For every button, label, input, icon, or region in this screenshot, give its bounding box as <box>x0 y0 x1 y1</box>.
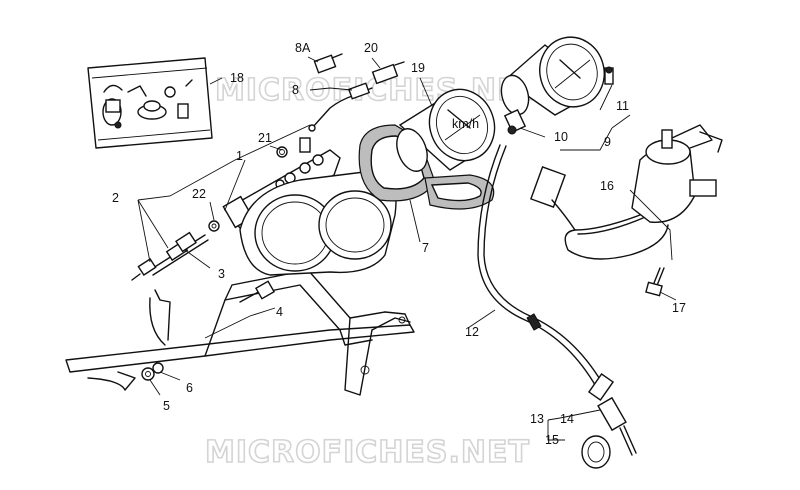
callout-21: 21 <box>258 131 272 145</box>
bulb-holder-11 <box>604 66 614 85</box>
bulb-holder-10 <box>503 108 527 135</box>
callout-9: 9 <box>604 135 611 149</box>
callout-11: 11 <box>616 99 629 113</box>
lamp-socket-20 <box>371 61 405 85</box>
washer-6 <box>152 362 164 374</box>
callout-5: 5 <box>163 399 170 413</box>
callout-6: 6 <box>186 381 193 395</box>
callout-22: 22 <box>192 187 206 201</box>
callout-7: 7 <box>422 241 429 255</box>
callout-16: 16 <box>600 179 614 193</box>
callout-19: 19 <box>411 61 425 75</box>
callout-20: 20 <box>364 41 378 55</box>
callout-12: 12 <box>465 325 479 339</box>
callout-13: 13 <box>530 412 544 426</box>
mounting-frame <box>65 269 415 396</box>
stud-bolt-2 <box>131 234 209 281</box>
callout-15: 15 <box>545 433 559 447</box>
svg-text:km/h: km/h <box>452 117 479 131</box>
callout-18: 18 <box>230 71 244 85</box>
callout-14: 14 <box>560 412 574 426</box>
plug-21b <box>299 137 311 153</box>
speedometer-cable <box>477 144 637 456</box>
ring-nut-15 <box>581 435 611 469</box>
callout-8a: 8A <box>295 41 311 55</box>
ignition-switch <box>530 124 723 260</box>
callout-3: 3 <box>218 267 225 281</box>
callout-2: 2 <box>112 191 119 205</box>
wire-harness-8 <box>308 82 373 132</box>
callout-10: 10 <box>554 130 568 144</box>
instrument-housing <box>239 169 397 276</box>
speedometer-gauge: km/h <box>396 88 496 172</box>
rubber-mount-3 <box>175 231 197 253</box>
callout-4: 4 <box>276 305 283 319</box>
small-parts-bag <box>87 57 213 149</box>
callout-1: 1 <box>236 149 243 163</box>
leader-lines <box>137 56 677 441</box>
tachometer-gauge <box>500 36 605 116</box>
watermark-bottom: MICROFICHES.NET <box>205 435 530 470</box>
nut-5 <box>141 367 155 381</box>
callout-labels: 1 2 3 4 5 6 7 8 8A 9 10 11 12 13 14 15 1… <box>112 41 686 447</box>
callout-17: 17 <box>672 301 686 315</box>
callout-8: 8 <box>292 83 299 97</box>
screw-17 <box>645 267 665 297</box>
bolt-4 <box>239 280 276 303</box>
washer-22 <box>208 220 220 232</box>
lamp-socket-8a <box>313 53 343 74</box>
